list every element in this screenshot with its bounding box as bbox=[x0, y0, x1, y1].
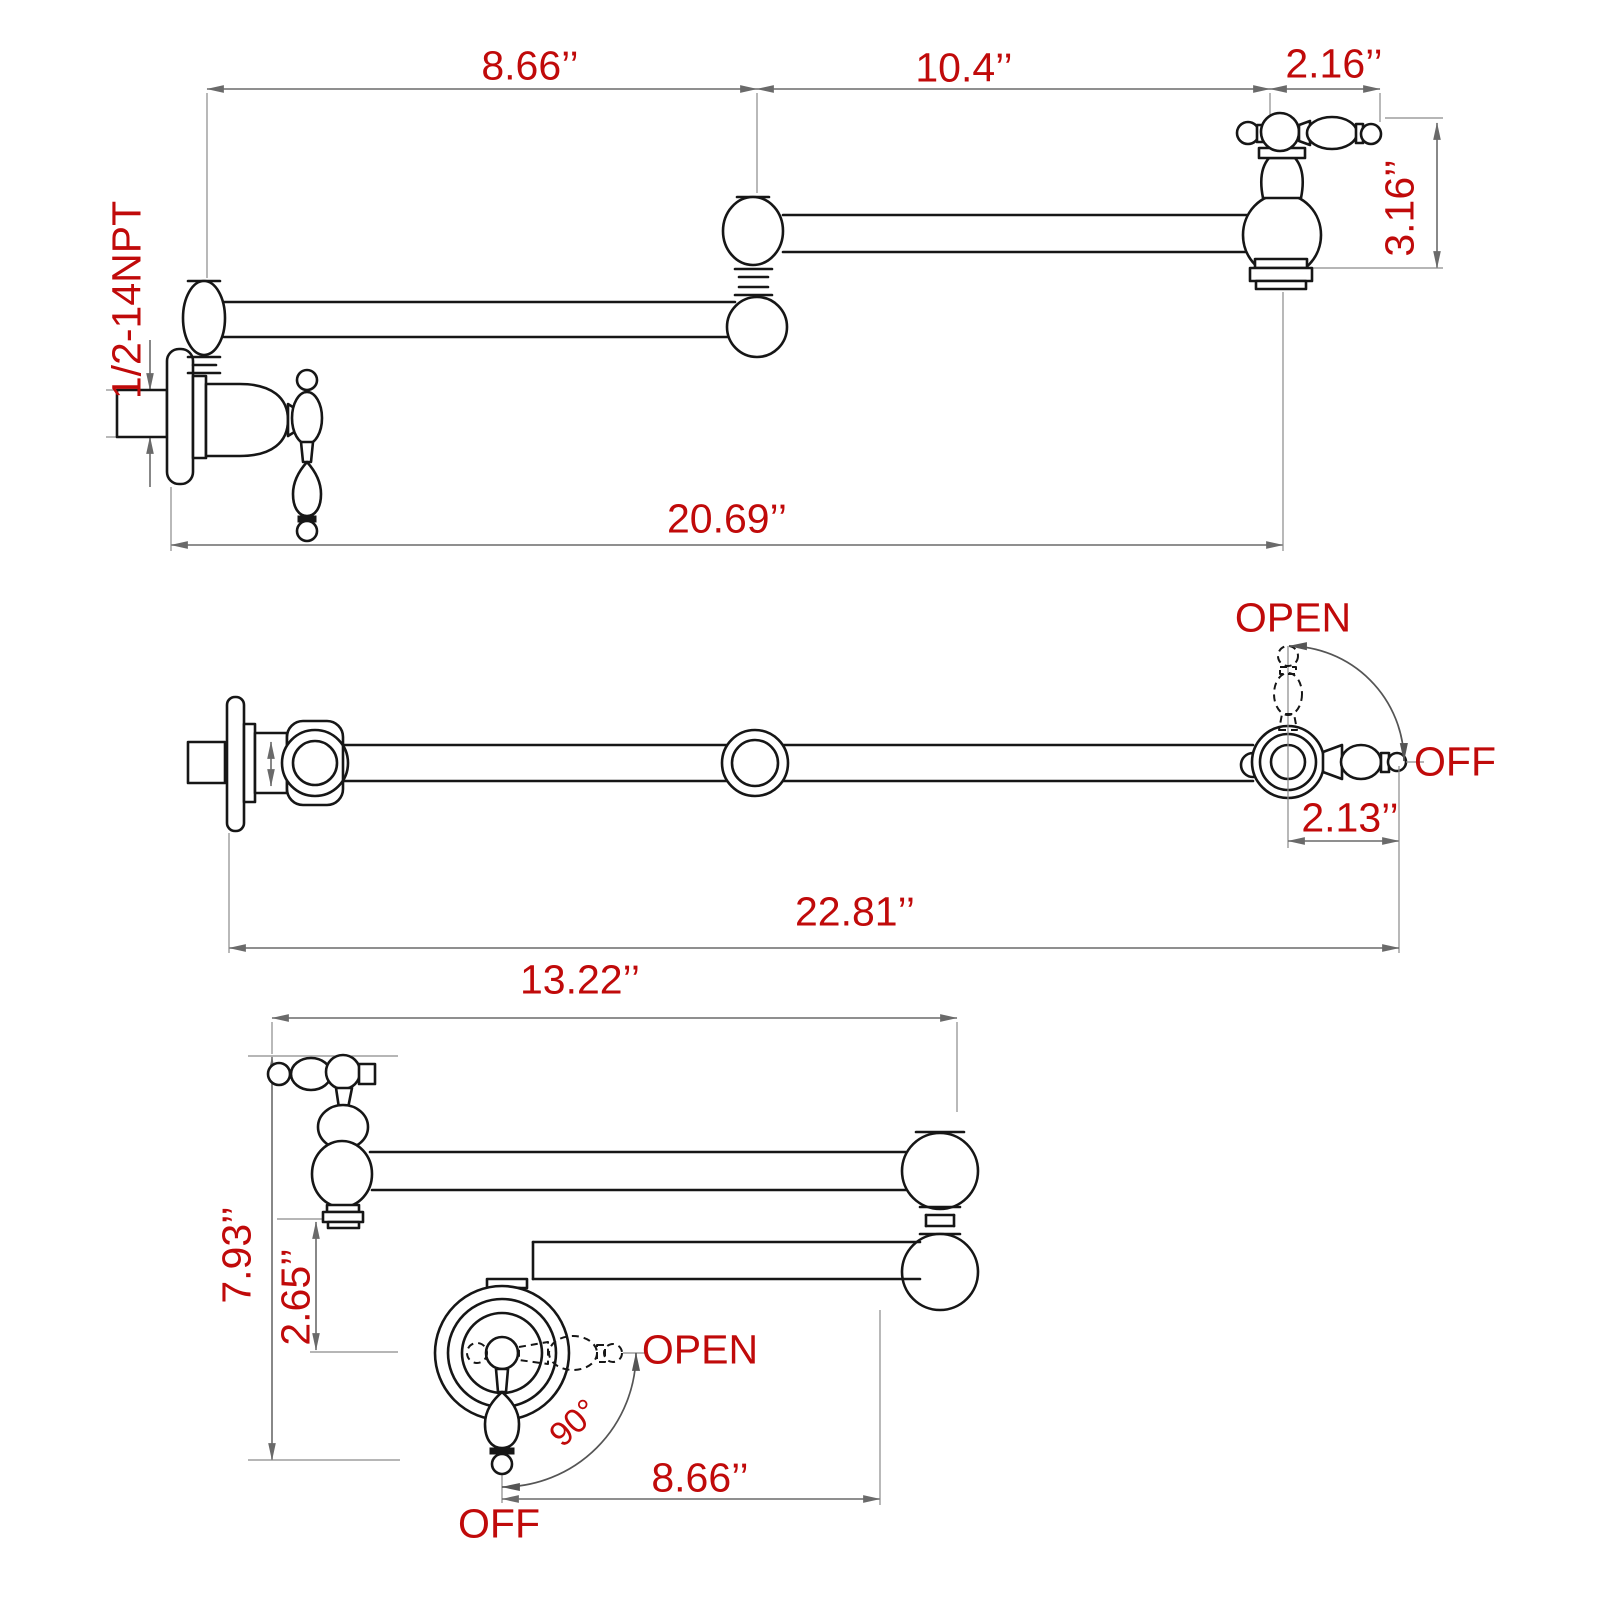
dim-label-spout-height: 3.16’’ bbox=[1376, 159, 1423, 257]
dim-label-overall-length: 22.81’’ bbox=[794, 888, 916, 935]
dim-label-arm2-span: 10.4’’ bbox=[915, 44, 1013, 91]
dim-label-spout-drop: 2.65’’ bbox=[272, 1248, 319, 1346]
dim-label-folded-span: 13.22’’ bbox=[519, 956, 641, 1003]
dim-label-overall-reach: 20.69’’ bbox=[666, 495, 788, 542]
annotation-open-bottom: OPEN bbox=[641, 1326, 759, 1373]
dim-label-arm1-span: 8.66’’ bbox=[481, 42, 579, 89]
annotation-open-middle: OPEN bbox=[1234, 594, 1352, 641]
top-view-drawing bbox=[106, 85, 1443, 551]
annotation-off-middle: OFF bbox=[1414, 738, 1496, 785]
middle-view-drawing bbox=[186, 642, 1424, 953]
dim-label-overall-height: 7.93’’ bbox=[213, 1206, 260, 1304]
annotation-off-bottom: OFF bbox=[458, 1500, 540, 1547]
dim-label-handle-length: 2.13’’ bbox=[1301, 794, 1399, 841]
dim-label-folded-reach: 8.66’’ bbox=[651, 1454, 749, 1501]
dim-label-inlet-thread: 1/2-14NPT bbox=[103, 200, 150, 400]
bottom-view-drawing bbox=[248, 1014, 980, 1505]
dim-label-spout-offset: 2.16’’ bbox=[1285, 40, 1383, 87]
